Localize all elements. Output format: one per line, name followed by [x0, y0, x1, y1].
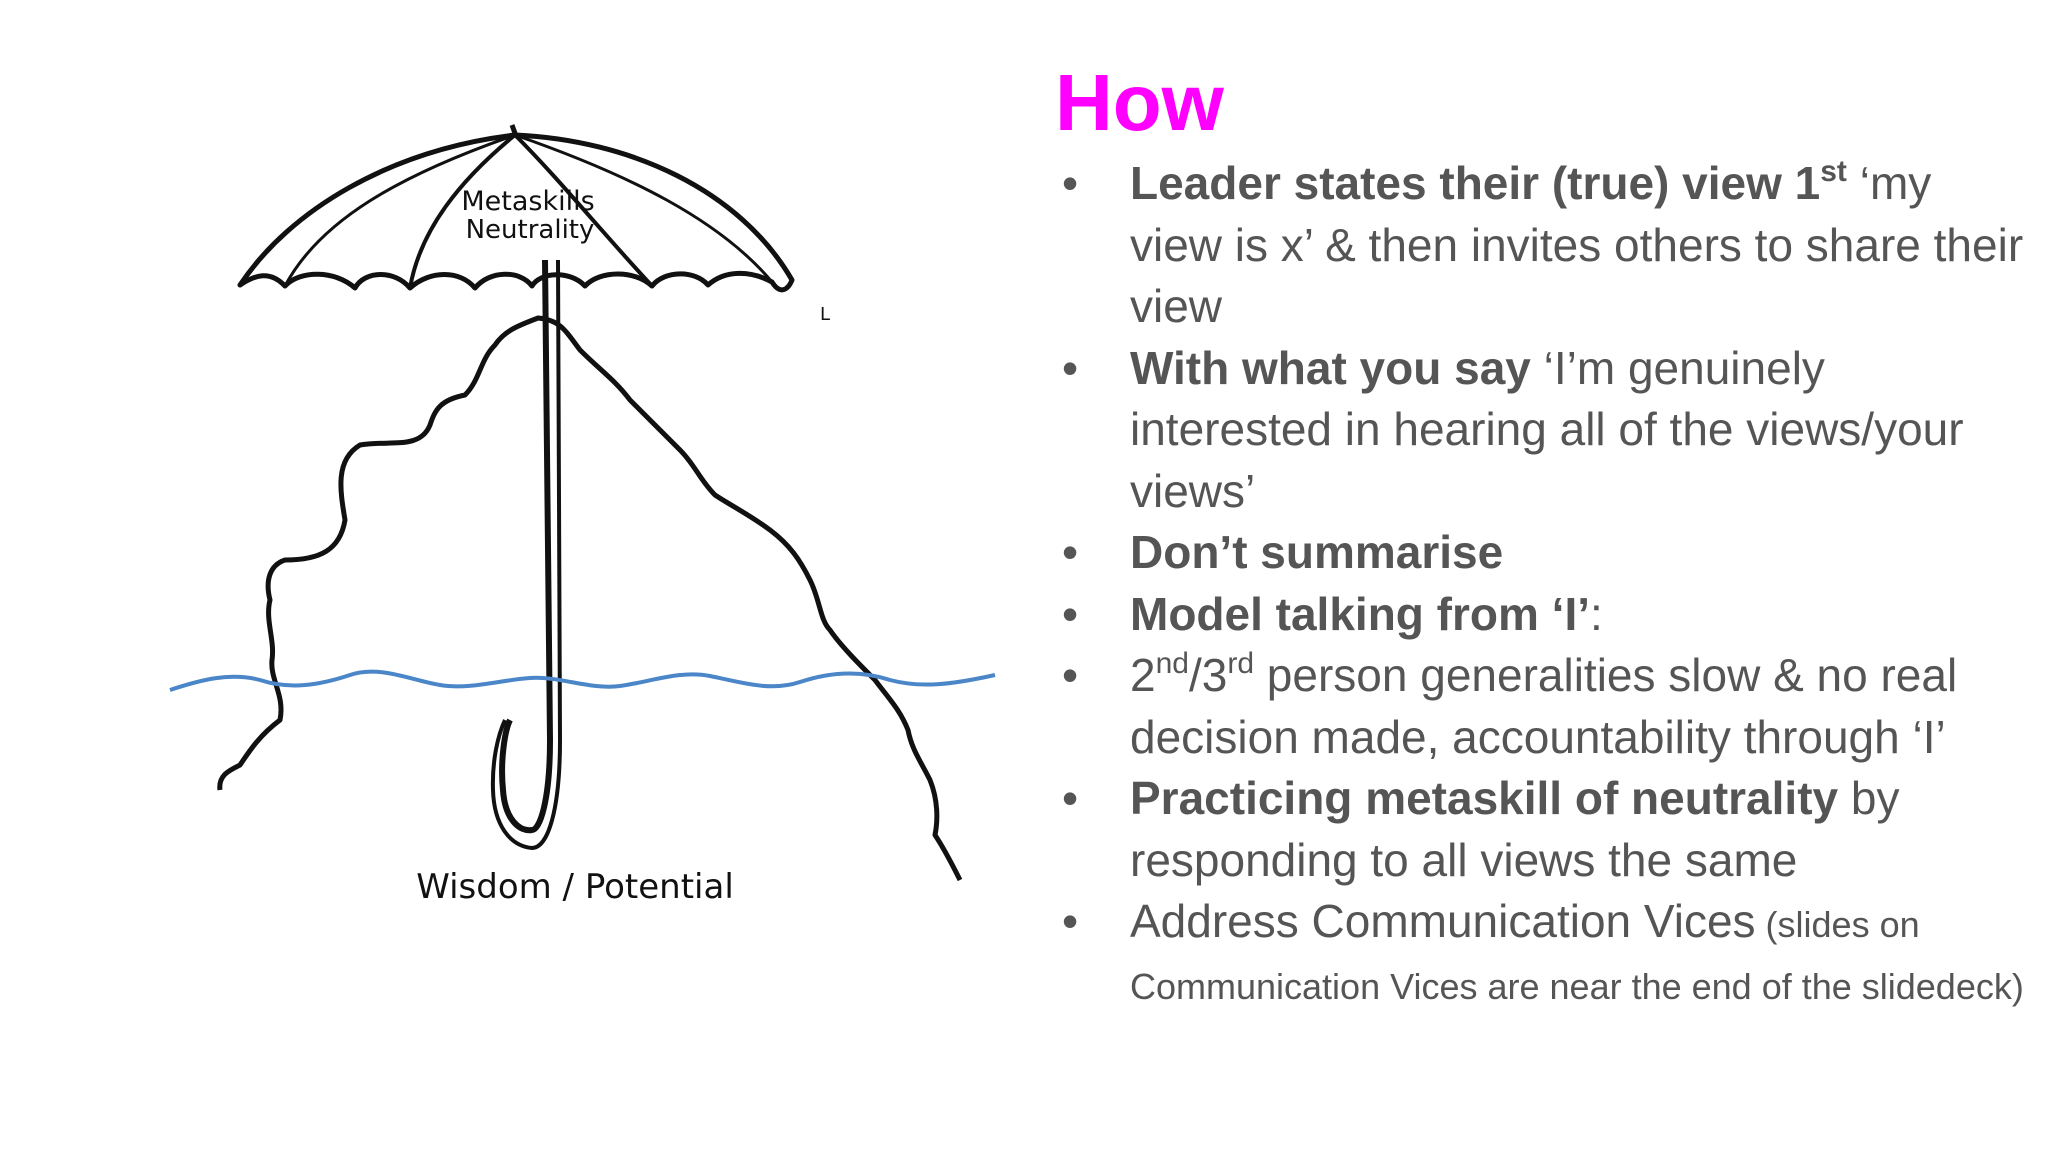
- illustration-caption: Wisdom / Potential: [416, 867, 734, 907]
- bullet-superscript: st: [1820, 155, 1847, 188]
- bullet-superscript: rd: [1227, 647, 1255, 680]
- water-line: [169, 669, 996, 692]
- bullet-text: by responding to all views the same: [1130, 772, 1900, 886]
- bullet-text: Address Communication Vices: [1130, 895, 1756, 947]
- bullet-item-leader-view: • Leader states their (true) view 1st ‘m…: [1055, 153, 2030, 338]
- iceberg-outline: [217, 315, 963, 882]
- bullet-text: 2: [1130, 649, 1156, 701]
- bullet-item-dont-summarise: • Don’t summarise: [1055, 522, 2030, 584]
- umbrella-rib-far-left: [283, 133, 516, 287]
- bullet-dot: •: [1061, 526, 1079, 578]
- bullet-item-what-you-say: • With what you say ‘I’m genuinely inter…: [1055, 338, 2030, 523]
- bullet-dot: •: [1061, 157, 1079, 209]
- bullet-dot: •: [1061, 772, 1079, 824]
- umbrella-iceberg-illustration: Metaskills Neutrality L Wisdom / Potenti…: [169, 124, 996, 907]
- bullet-bold-text: Practicing metaskill of neutrality: [1130, 772, 1839, 824]
- stray-mark: L: [820, 304, 830, 325]
- bullet-bold-text: With what you say: [1130, 341, 1531, 394]
- umbrella-shaft-inner: [490, 259, 563, 851]
- umbrella-label-line1: Metaskills: [461, 186, 594, 217]
- bullet-bold-text: Leader states their (true) view 1: [1130, 157, 1821, 209]
- bullet-dot: •: [1061, 587, 1079, 640]
- bullet-text: ‘I’m genuinely interested in hearing all…: [1130, 341, 1964, 517]
- umbrella-label-line2: Neutrality: [466, 215, 595, 245]
- bullet-item-metaskill-neutrality: • Practicing metaskill of neutrality by …: [1055, 768, 2030, 891]
- bullet-small-note: (slides on Communication Vices are near …: [1130, 904, 2024, 1007]
- bullet-text: ‘my view is x’ & then invites others to …: [1130, 157, 2024, 332]
- bullet-item-model-talking: • Model talking from ‘I’:: [1055, 584, 2030, 646]
- umbrella-shaft: [499, 259, 554, 834]
- bullet-dot: •: [1061, 895, 1079, 947]
- bullet-bold-text: Don’t summarise: [1130, 526, 1504, 578]
- bullet-bold-text: Model talking from ‘I’: [1130, 587, 1591, 640]
- bullet-item-communication-vices: • Address Communication Vices (slides on…: [1055, 891, 2030, 1014]
- bullet-dot: •: [1061, 649, 1079, 701]
- umbrella-rib-far-right: [514, 133, 774, 283]
- umbrella-rib-left: [408, 133, 517, 289]
- umbrella-rib-right: [513, 133, 654, 288]
- umbrella-tip: [509, 124, 519, 137]
- bullet-dot: •: [1061, 341, 1079, 394]
- bullet-item-person-generalities: • 2nd/3rd person generalities slow & no …: [1055, 645, 2030, 768]
- bullet-text: /3: [1188, 649, 1228, 701]
- bullet-list: • Leader states their (true) view 1st ‘m…: [1055, 153, 2030, 1014]
- slide-title: How: [1055, 58, 1224, 147]
- bullet-text: :: [1590, 587, 1603, 640]
- bullet-text: person generalities slow & no real decis…: [1130, 649, 1958, 763]
- bullet-superscript: nd: [1155, 647, 1189, 680]
